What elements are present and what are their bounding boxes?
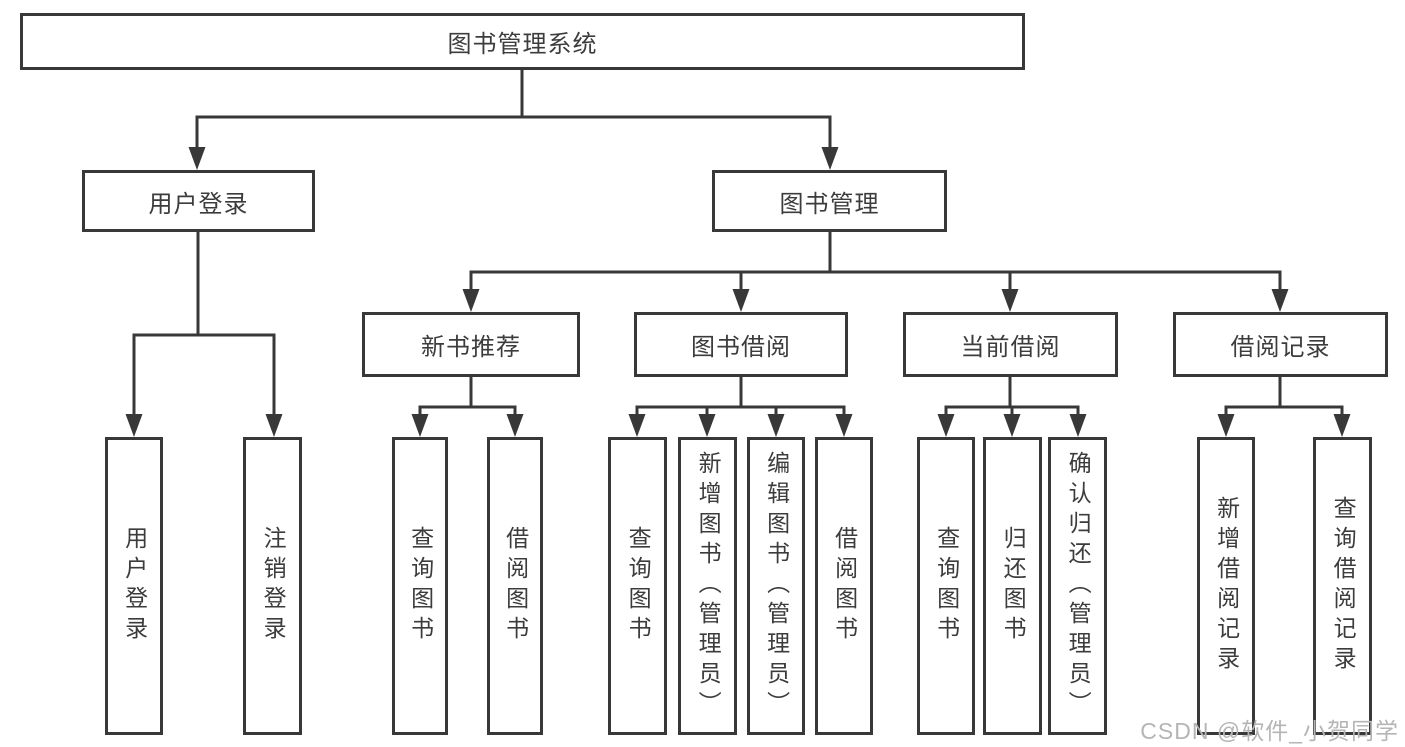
connector-records-to-leaves — [1224, 377, 1344, 418]
node-borrow-records: 借阅记录 — [1173, 312, 1388, 377]
leaf-borrow-add: 新增图书（管理员） — [678, 437, 737, 735]
node-current-borrow: 当前借阅 — [903, 312, 1118, 377]
leaf-records-query: 查询借阅记录 — [1313, 437, 1372, 735]
leaf-borrow-edit-label: 编辑图书（管理员） — [763, 451, 790, 721]
leaf-current-return: 归还图书 — [983, 437, 1042, 735]
leaf-current-confirm-label: 确认归还（管理员） — [1065, 451, 1092, 721]
leaf-borrow-add-label: 新增图书（管理员） — [695, 451, 722, 721]
connector-login-to-leaves — [132, 232, 276, 418]
leaf-newbook-borrow-label: 借阅图书 — [502, 526, 529, 646]
leaf-logout-label: 注销登录 — [260, 526, 287, 646]
connector-current-to-leaves — [944, 377, 1080, 418]
connector-borrow-to-leaves — [635, 377, 846, 418]
leaf-borrow-borrow: 借阅图书 — [815, 437, 873, 735]
leaf-borrow-edit: 编辑图书（管理员） — [747, 437, 805, 735]
leaf-records-add-label: 新增借阅记录 — [1213, 496, 1240, 676]
node-root: 图书管理系统 — [20, 13, 1025, 70]
connector-root-to-level2 — [195, 70, 832, 150]
leaf-borrow-query: 查询图书 — [608, 437, 667, 735]
node-new-book-recommend: 新书推荐 — [362, 312, 580, 377]
connector-newbook-to-leaves — [418, 377, 517, 418]
leaf-logout: 注销登录 — [243, 437, 302, 735]
leaf-user-login-label: 用户登录 — [121, 526, 148, 646]
leaf-current-query-label: 查询图书 — [933, 526, 960, 646]
leaf-records-add: 新增借阅记录 — [1197, 437, 1255, 735]
node-book-management: 图书管理 — [712, 170, 947, 232]
leaf-current-confirm: 确认归还（管理员） — [1048, 437, 1107, 735]
leaf-newbook-query-label: 查询图书 — [407, 526, 434, 646]
leaf-borrow-borrow-label: 借阅图书 — [831, 526, 858, 646]
leaf-current-query: 查询图书 — [917, 437, 975, 735]
leaf-records-query-label: 查询借阅记录 — [1330, 496, 1357, 676]
leaf-current-return-label: 归还图书 — [1000, 526, 1027, 646]
leaf-newbook-query: 查询图书 — [392, 437, 448, 735]
node-user-login: 用户登录 — [82, 170, 315, 232]
leaf-borrow-query-label: 查询图书 — [625, 526, 652, 646]
csdn-watermark: CSDN @软件_小贺同学 — [1140, 718, 1399, 744]
node-book-borrow: 图书借阅 — [634, 312, 848, 377]
arrowheads — [125, 147, 1351, 437]
leaf-user-login: 用户登录 — [105, 437, 163, 735]
leaf-newbook-borrow: 借阅图书 — [487, 437, 543, 735]
connector-management-to-level3 — [469, 232, 1282, 293]
